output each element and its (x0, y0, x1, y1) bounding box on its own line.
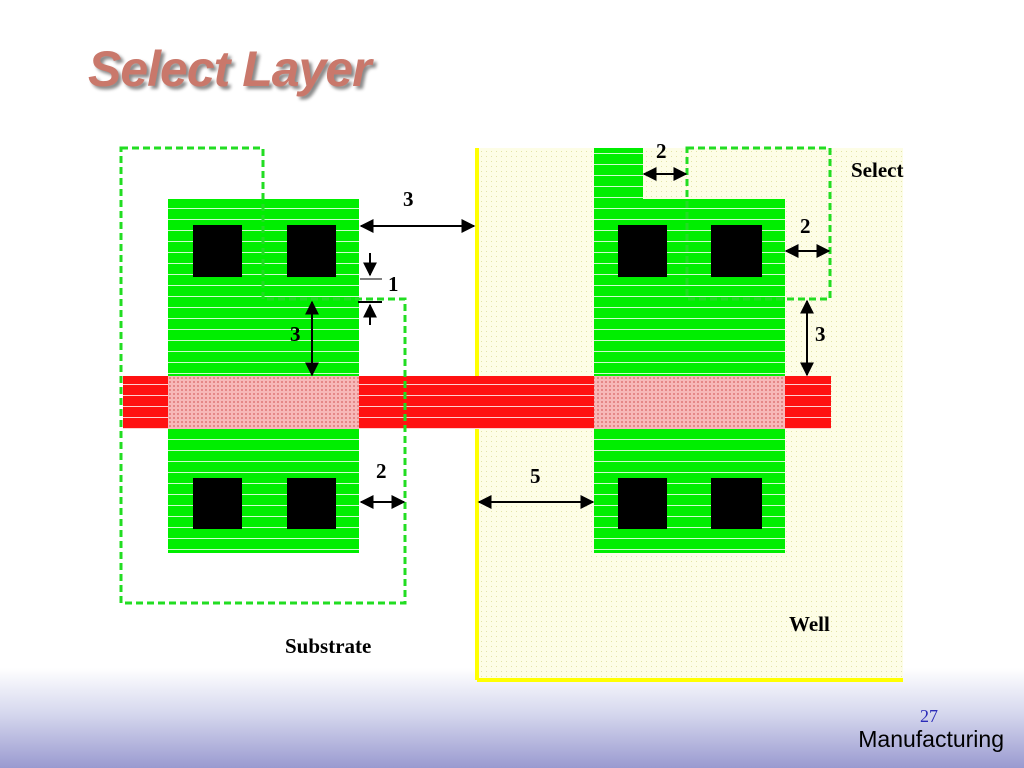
dim-label: 2 (656, 139, 667, 163)
dim-label: 3 (290, 322, 301, 346)
contact (618, 478, 667, 529)
gate-right (594, 376, 785, 429)
contacts (193, 225, 762, 529)
dimension-labels: 3 1 3 2 5 2 2 3 (290, 139, 826, 488)
contact (711, 225, 762, 277)
substrate-label: Substrate (285, 634, 371, 658)
dim-label: 3 (403, 187, 414, 211)
footer-band (0, 668, 1024, 768)
contact (287, 225, 336, 277)
select-left (119, 146, 407, 605)
page-number: 27 (920, 706, 938, 726)
dim-label: 2 (800, 214, 811, 238)
select-outlines (119, 146, 832, 605)
contact (711, 478, 762, 529)
dim-label: 2 (376, 459, 387, 483)
gate-left (168, 376, 359, 429)
contact (193, 478, 242, 529)
dim-label: 1 (388, 272, 399, 296)
well-label: Well (789, 612, 830, 636)
contact (193, 225, 242, 277)
dimension-arrows (305, 167, 831, 509)
dim-label: 5 (530, 464, 541, 488)
poly-line (123, 376, 831, 429)
select-right (685, 146, 832, 301)
select-label: Select (851, 158, 903, 182)
contact (287, 478, 336, 529)
slide-title: Select Layer (88, 41, 372, 97)
footer-label: Manufacturing (858, 726, 1004, 752)
dim-label: 3 (815, 322, 826, 346)
contact (618, 225, 667, 277)
